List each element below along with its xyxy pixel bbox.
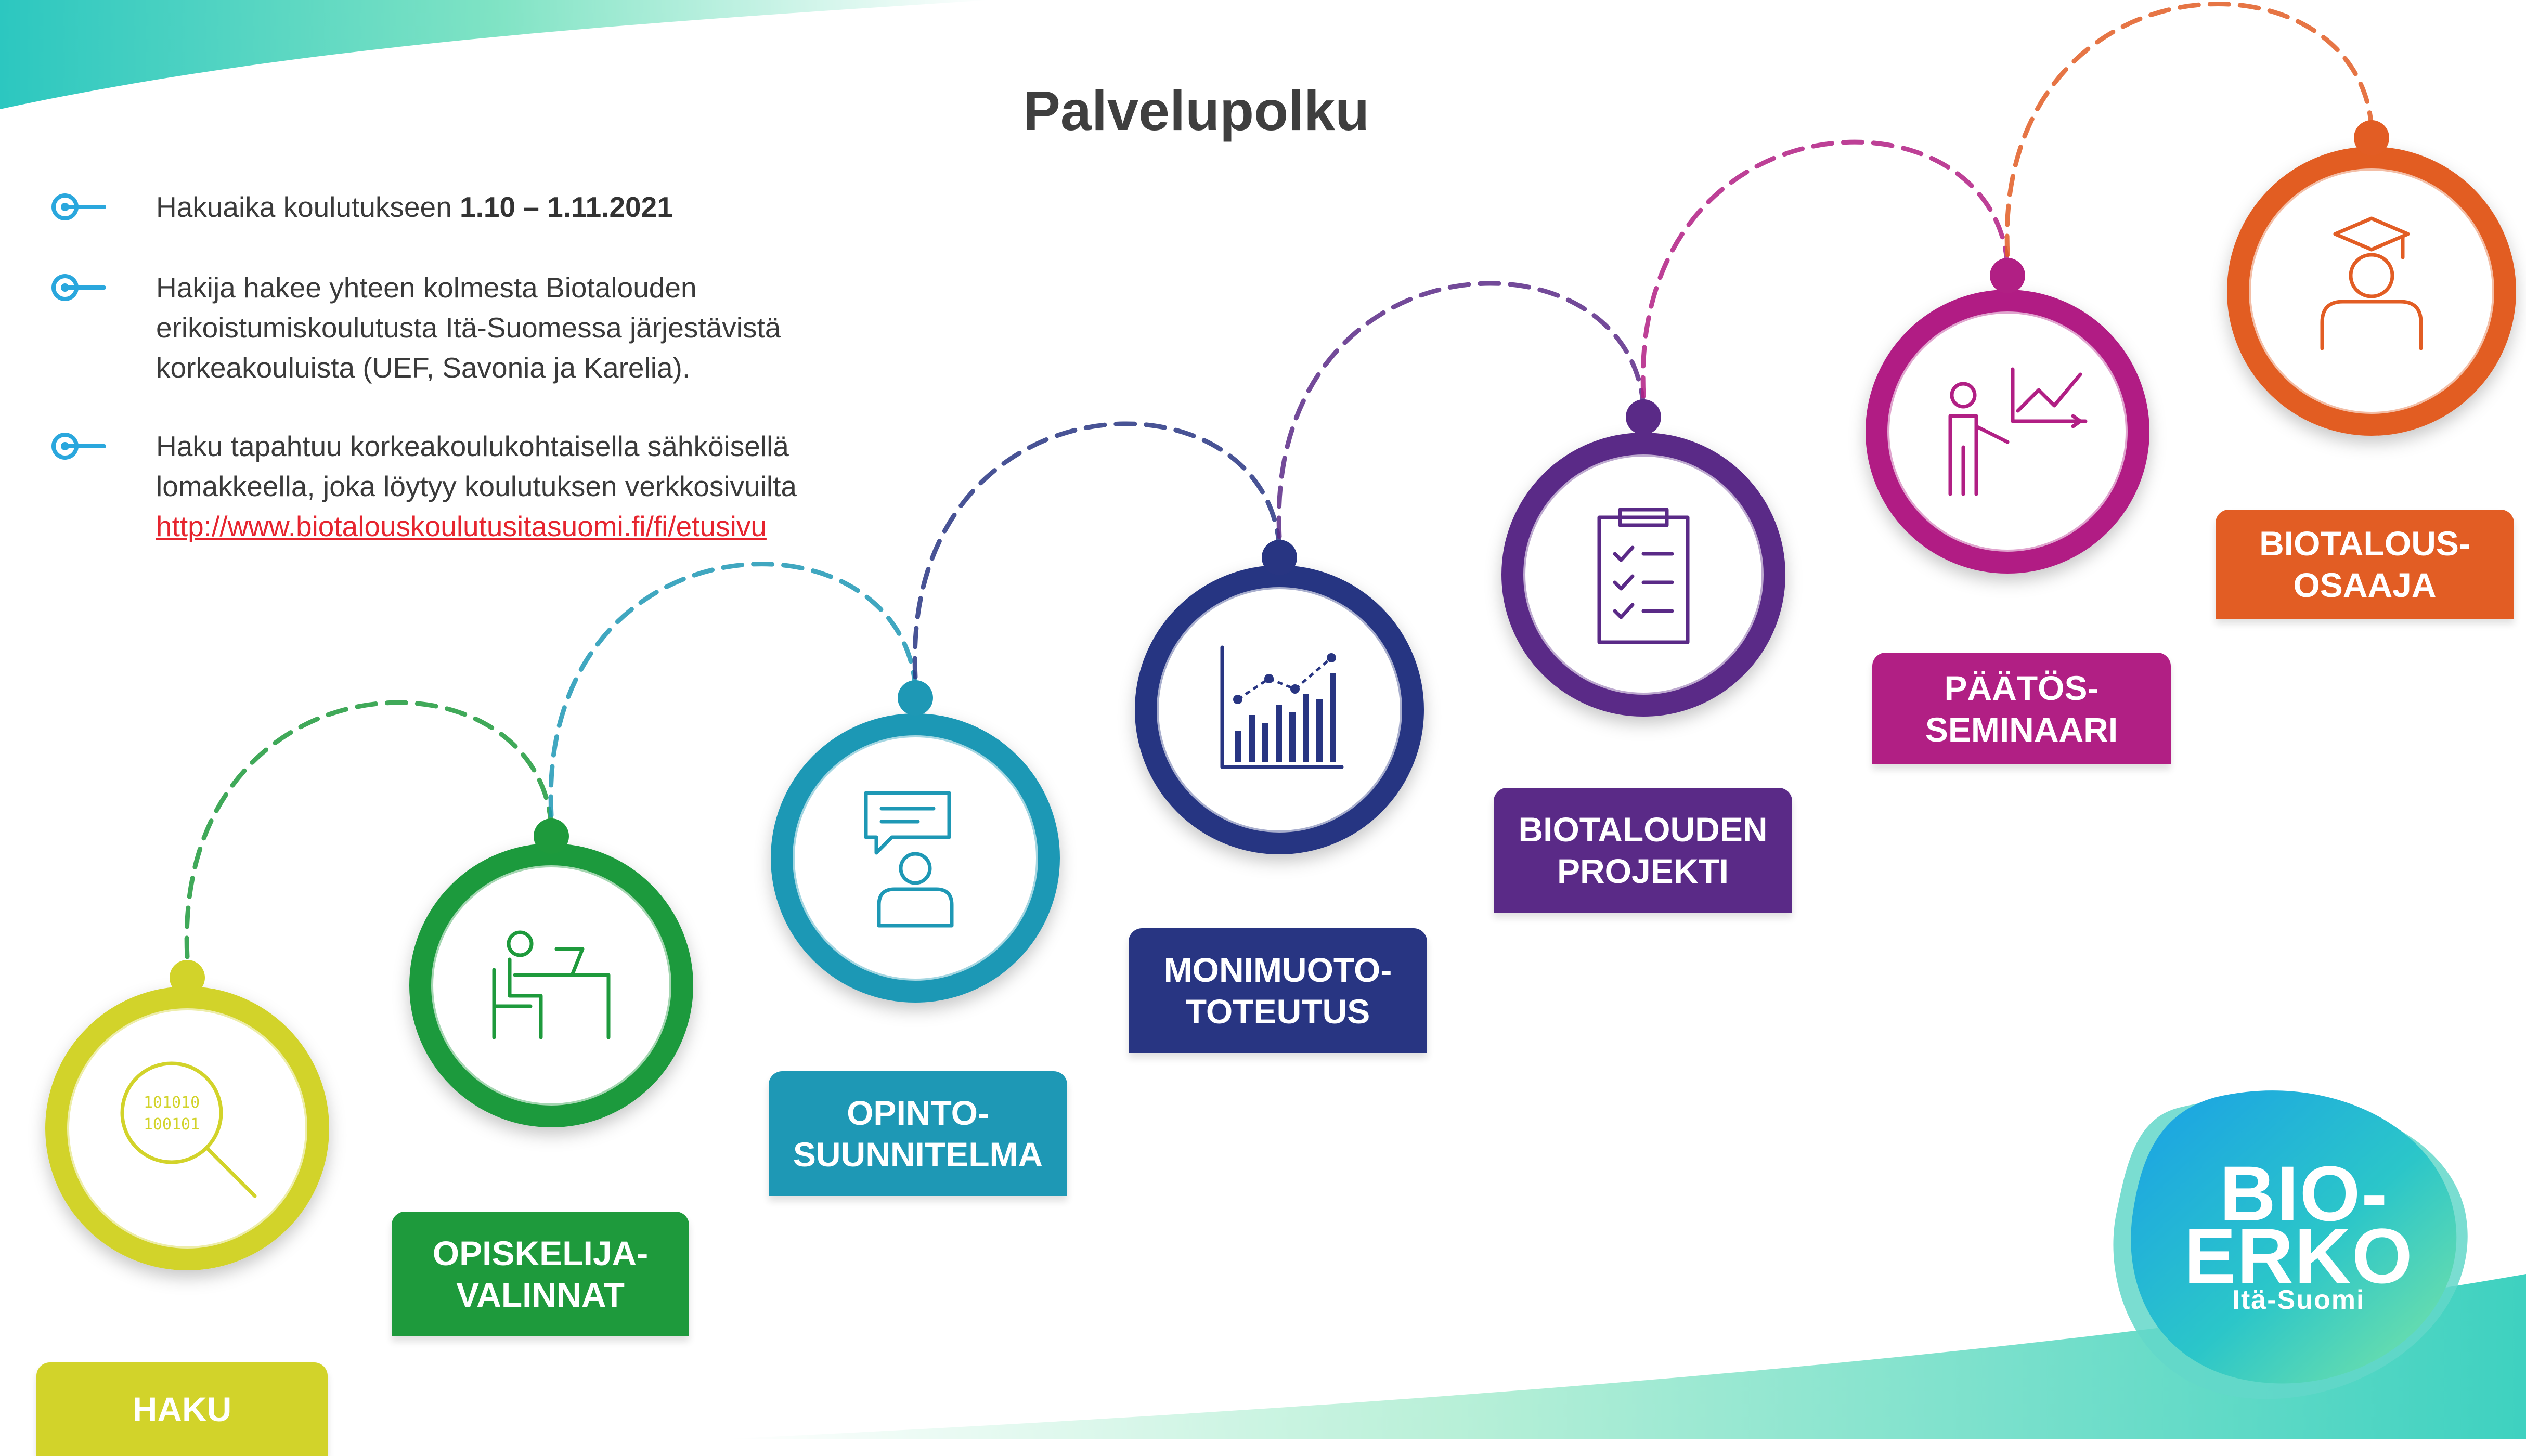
bullet-target-icon bbox=[49, 272, 107, 303]
connector-arc bbox=[1276, 281, 1647, 539]
bar-chart-icon bbox=[1220, 645, 1344, 769]
step-label-line: SUUNNITELMA bbox=[793, 1135, 1043, 1174]
bullet-item: Haku tapahtuu korkeakoulukohtaisella säh… bbox=[156, 426, 884, 547]
logo-line-3: Itä-Suomi bbox=[2232, 1285, 2365, 1315]
bullet-text: lomakkeella, joka löytyy koulutuksen ver… bbox=[156, 470, 797, 502]
connector-arc bbox=[912, 421, 1283, 680]
bullet-text: korkeakouluista (UEF, Savonia ja Karelia… bbox=[156, 352, 691, 384]
step-ring bbox=[771, 713, 1060, 1003]
bullet-bold-text: 1.10 – 1.11.2021 bbox=[459, 191, 673, 223]
step-dot bbox=[1626, 399, 1661, 435]
step-label-line: TOTEUTUS bbox=[1185, 992, 1370, 1031]
bullet-text: Haku tapahtuu korkeakoulukohtaisella säh… bbox=[156, 430, 789, 462]
step-dot bbox=[1262, 540, 1297, 575]
step-ring bbox=[1866, 290, 2149, 574]
step-label-line: HAKU bbox=[132, 1390, 232, 1428]
logo-blob bbox=[2131, 1090, 2457, 1384]
step-rings: 101010 100101 bbox=[45, 120, 2516, 1270]
graduate-icon bbox=[2320, 216, 2423, 350]
step-dot bbox=[170, 960, 205, 995]
icon-bar bbox=[1330, 673, 1336, 762]
step-label: MONIMUOTO-TOTEUTUS bbox=[1129, 928, 1427, 1053]
step-dot bbox=[534, 818, 569, 854]
connector-arc bbox=[184, 700, 554, 959]
website-link[interactable]: http://www.biotalouskoulutusitasuomi.fi/… bbox=[156, 510, 767, 542]
step-label-line: MONIMUOTO- bbox=[1163, 951, 1392, 989]
step-node bbox=[2227, 120, 2516, 436]
icon-bar bbox=[1303, 694, 1309, 762]
step-label-line: BIOTALOUDEN bbox=[1518, 810, 1768, 849]
step-label-line: OSAAJA bbox=[2293, 566, 2437, 604]
icon-bar bbox=[1316, 699, 1323, 762]
bullet-target-icon bbox=[49, 431, 107, 462]
step-node bbox=[1135, 540, 1424, 854]
data-search-icon: 101010 100101 bbox=[120, 1061, 257, 1198]
student-at-desk-icon bbox=[492, 930, 611, 1039]
page-title: Palvelupolku bbox=[1022, 79, 1370, 142]
person-chat-icon bbox=[864, 791, 954, 928]
bullet-target-icon bbox=[49, 191, 107, 223]
step-dot bbox=[1990, 258, 2025, 293]
step-node bbox=[409, 818, 693, 1127]
step-ring bbox=[409, 843, 693, 1127]
connector-arc bbox=[548, 562, 918, 818]
bullet-line: Hakija hakee yhteen kolmesta Biotalouden bbox=[156, 268, 884, 308]
bullet-text: erikoistumiskoulutusta Itä-Suomessa järj… bbox=[156, 311, 781, 344]
step-label: OPISKELIJA- VALINNAT bbox=[392, 1212, 689, 1336]
bullet-item: Hakija hakee yhteen kolmesta Biotalouden… bbox=[156, 268, 884, 388]
step-label-line: SEMINAARI bbox=[1925, 710, 2118, 749]
icon-bar bbox=[1289, 712, 1296, 762]
connector-arcs bbox=[184, 2, 2375, 959]
binary-text: 101010 bbox=[144, 1094, 200, 1112]
checklist-icon bbox=[1597, 508, 1690, 644]
icon-bar bbox=[1276, 705, 1282, 762]
step-dot bbox=[2354, 120, 2389, 155]
step-label-line: OPISKELIJA- bbox=[432, 1234, 649, 1272]
bullet-line: Hakuaika koulutukseen 1.10 – 1.11.2021 bbox=[156, 187, 884, 227]
step-node bbox=[771, 680, 1060, 1003]
bullet-line: korkeakouluista (UEF, Savonia ja Karelia… bbox=[156, 348, 884, 388]
bullet-line: lomakkeella, joka löytyy koulutuksen ver… bbox=[156, 466, 884, 506]
step-label-line: BIOTALOUS- bbox=[2259, 524, 2470, 563]
top-wave bbox=[0, 0, 988, 109]
bottom-wave bbox=[728, 1274, 2526, 1439]
connector-arc bbox=[2004, 2, 2375, 257]
step-label: OPINTO-SUUNNITELMA bbox=[769, 1071, 1067, 1196]
step-ring bbox=[2227, 147, 2516, 436]
step-label-line: PROJEKTI bbox=[1557, 852, 1729, 890]
step-label: HAKU bbox=[36, 1362, 328, 1456]
step-label: BIOTALOUS-OSAAJA bbox=[2216, 510, 2514, 619]
step-label: PÄÄTÖS-SEMINAARI bbox=[1872, 653, 2171, 764]
bullet-text: Hakuaika koulutukseen bbox=[156, 191, 460, 223]
step-dot bbox=[898, 680, 933, 716]
binary-text: 100101 bbox=[144, 1115, 200, 1134]
bullet-line: erikoistumiskoulutusta Itä-Suomessa järj… bbox=[156, 308, 884, 348]
logo-line-1: BIO- bbox=[2219, 1150, 2389, 1237]
icon-bar bbox=[1262, 723, 1268, 762]
bullet-item: Hakuaika koulutukseen 1.10 – 1.11.2021 bbox=[156, 187, 884, 227]
step-label-line: VALINNAT bbox=[456, 1276, 625, 1314]
logo-line-2: ERKO bbox=[2184, 1212, 2414, 1299]
step-label-line: OPINTO- bbox=[847, 1094, 989, 1132]
bullet-text: Hakija hakee yhteen kolmesta Biotalouden bbox=[156, 271, 697, 304]
presenter-icon bbox=[1948, 367, 2088, 496]
step-node bbox=[1501, 399, 1785, 717]
bullet-line: Haku tapahtuu korkeakoulukohtaisella säh… bbox=[156, 426, 884, 466]
icon-bar bbox=[1235, 731, 1241, 762]
icon-bar bbox=[1249, 715, 1255, 762]
step-node: 101010 100101 bbox=[45, 960, 329, 1270]
step-ring bbox=[1501, 433, 1785, 717]
connector-arc bbox=[1640, 139, 2011, 399]
step-node bbox=[1866, 258, 2149, 574]
step-label-line: PÄÄTÖS- bbox=[1944, 668, 2099, 707]
